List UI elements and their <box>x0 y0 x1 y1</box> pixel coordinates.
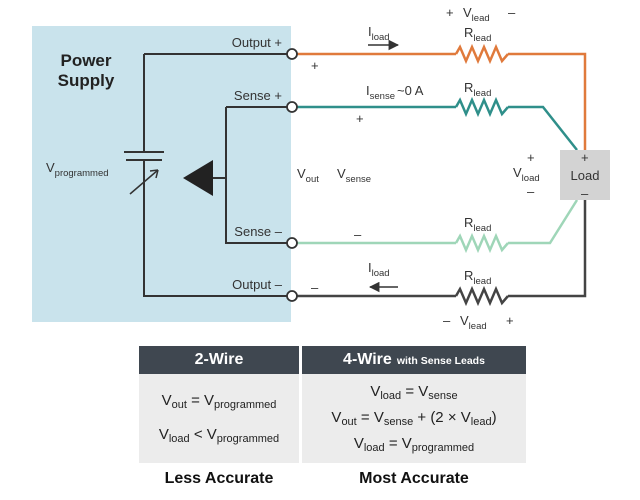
i-load-top-label: Iload <box>368 24 390 43</box>
load-plus: + <box>581 150 589 165</box>
terminal-output-plus-label: Output + <box>232 35 282 50</box>
four-wire-footer: Most Accurate <box>359 470 469 487</box>
terminal-sense-minus-icon <box>286 237 298 249</box>
output-minus-wire <box>297 200 587 298</box>
v-out-label: Vout <box>297 166 319 185</box>
terminal-output-minus-label: Output – <box>232 277 283 292</box>
v-lead-top-minus: – <box>508 5 516 20</box>
r-lead-bottom-resistor-icon <box>454 285 509 307</box>
v-lead-bottom-label: Vlead <box>460 313 487 332</box>
sense-minus-polarity: – <box>354 227 362 242</box>
r-lead-sense-minus-resistor-icon <box>454 232 509 254</box>
v-load-minus: – <box>527 184 535 199</box>
v-lead-bottom-minus: – <box>443 313 451 328</box>
terminal-circles <box>286 48 298 302</box>
load-minus: – <box>581 186 589 201</box>
four-wire-equation-2: Vout = Vsense + (2 × Vlead) <box>331 409 497 428</box>
r-lead-label-3: Rlead <box>464 215 491 234</box>
terminal-output-minus-icon <box>286 290 298 302</box>
v-programmed-label: Vprogrammed <box>46 160 109 179</box>
internal-wiring <box>143 53 288 297</box>
r-lead-label-4: Rlead <box>464 268 491 287</box>
two-wire-header: 2-Wire <box>139 346 299 374</box>
two-wire-footer: Less Accurate <box>164 470 274 487</box>
r-lead-top-resistor-icon <box>454 43 509 65</box>
power-supply-box <box>32 26 291 322</box>
sense-plus-wire <box>297 105 578 151</box>
terminal-sense-minus-label: Sense – <box>234 224 282 239</box>
sense-amplifier-icon <box>183 160 213 196</box>
v-sense-label: Vsense <box>337 166 371 185</box>
four-wire-header: 4-Wire with Sense Leads <box>302 346 526 374</box>
i-sense-label: Isense~0 A <box>366 83 424 102</box>
power-supply-label-line1: Power <box>60 51 111 70</box>
terminal-sense-plus-icon <box>286 101 298 113</box>
r-lead-sense-plus-resistor-icon <box>454 96 509 118</box>
load-label: Load <box>571 168 600 183</box>
output-plus-wire <box>297 52 587 150</box>
i-load-bottom-label: Iload <box>368 260 390 279</box>
terminal-sense-plus-label: Sense + <box>234 88 282 103</box>
power-supply-label-line2: Supply <box>58 71 115 90</box>
terminal-output-plus-icon <box>286 48 298 60</box>
r-lead-label-2: Rlead <box>464 80 491 99</box>
two-wire-equation-2: Vload < Vprogrammed <box>158 426 280 446</box>
v-lead-bottom-plus: + <box>506 313 514 328</box>
r-lead-label-1: Rlead <box>464 25 491 44</box>
v-load-label: Vload <box>513 165 540 184</box>
v-lead-top-plus: + <box>446 5 454 20</box>
four-wire-equation-1: Vload = Vsense <box>370 383 458 402</box>
v-load-plus: + <box>527 150 535 165</box>
sense-minus-wire <box>297 199 579 245</box>
circuit-diagram: Power Supply Output + Sense + Sense – Ou… <box>32 5 610 332</box>
v-lead-top-label: Vlead <box>463 5 490 24</box>
sense-plus-polarity: + <box>356 111 364 126</box>
four-wire-equation-3: Vload = Vprogrammed <box>353 435 475 454</box>
output-minus-polarity: – <box>311 280 319 295</box>
two-wire-equation-1: Vout = Vprogrammed <box>161 391 277 411</box>
output-plus-polarity: + <box>311 58 319 73</box>
load-box <box>560 150 610 200</box>
